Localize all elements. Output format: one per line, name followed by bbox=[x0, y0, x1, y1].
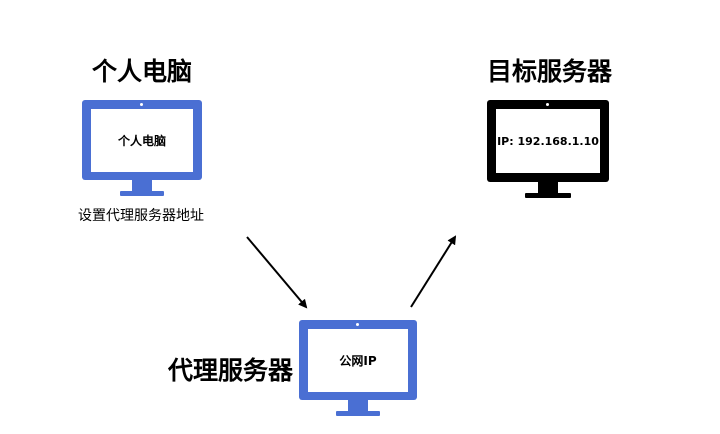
proxy-server-heading: 代理服务器 bbox=[168, 356, 294, 385]
target-server-monitor-icon: IP: 192.168.1.10 bbox=[487, 100, 609, 198]
target-server-heading: 目标服务器 bbox=[487, 57, 613, 86]
target-server-screen-label: IP: 192.168.1.10 bbox=[496, 109, 600, 173]
personal-pc-caption: 设置代理服务器地址 bbox=[78, 208, 204, 224]
personal-pc-screen-label: 个人电脑 bbox=[91, 109, 193, 172]
monitor-camera bbox=[546, 103, 549, 106]
arrow-pc-to-proxy-icon bbox=[246, 236, 308, 309]
monitor-neck bbox=[132, 180, 152, 192]
personal-pc-heading: 个人电脑 bbox=[92, 57, 193, 86]
proxy-server-monitor-icon: 公网IP bbox=[299, 320, 417, 416]
monitor-base bbox=[336, 411, 380, 416]
monitor-neck bbox=[538, 182, 558, 194]
proxy-server-screen-label: 公网IP bbox=[308, 329, 408, 392]
personal-pc-monitor-icon: 个人电脑 bbox=[82, 100, 202, 196]
arrow-proxy-to-server-icon bbox=[410, 235, 457, 308]
monitor-base bbox=[120, 191, 164, 196]
monitor-base bbox=[525, 193, 571, 198]
monitor-camera bbox=[356, 323, 359, 326]
monitor-camera bbox=[140, 103, 143, 106]
monitor-neck bbox=[348, 400, 368, 412]
